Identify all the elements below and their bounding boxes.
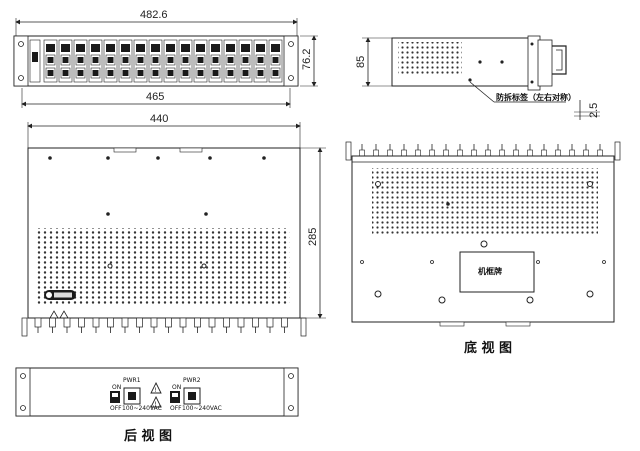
pwr1-voltage: 100~240VAC bbox=[122, 405, 162, 412]
side-note: 防拆标签（左右对称） bbox=[496, 92, 576, 102]
pwr1-label: PWR1 bbox=[123, 377, 141, 384]
dim-side-offset: 2.5 bbox=[588, 103, 600, 118]
connector bbox=[194, 317, 201, 328]
pwr1-off: OFF bbox=[110, 405, 122, 412]
side-view: 85 防拆标签（左右对称） 2.5 bbox=[355, 35, 600, 120]
top-vent-area bbox=[36, 228, 290, 306]
connector bbox=[136, 317, 143, 328]
pwr2-on: ON bbox=[172, 384, 181, 391]
module-slot bbox=[268, 39, 283, 83]
module-slot bbox=[148, 39, 163, 83]
module-slot bbox=[58, 39, 73, 83]
module-slot bbox=[193, 39, 208, 83]
svg-text:!: ! bbox=[155, 387, 157, 394]
pwr2-voltage: 100~240VAC bbox=[182, 405, 222, 412]
dim-top-depth: 285 bbox=[307, 228, 319, 246]
rear-chassis bbox=[15, 367, 299, 417]
top-view: 440 285 bbox=[21, 113, 326, 337]
connector bbox=[266, 317, 274, 328]
module-slot bbox=[208, 39, 223, 83]
bottom-view: 机框牌 底 视 图 bbox=[345, 141, 621, 356]
module-slot bbox=[253, 39, 268, 83]
module-slot bbox=[88, 39, 103, 83]
module-slot bbox=[43, 39, 58, 83]
bottom-plate-label: 机框牌 bbox=[478, 266, 502, 276]
connector bbox=[92, 317, 100, 328]
module-slot bbox=[238, 39, 253, 83]
connector bbox=[252, 317, 259, 328]
module-slots bbox=[43, 39, 283, 83]
bottom-plate bbox=[459, 251, 535, 293]
connector bbox=[121, 317, 129, 328]
rear-view-caption: 后 视 图 bbox=[124, 428, 172, 444]
module-slot bbox=[118, 39, 133, 83]
module-slot bbox=[103, 39, 118, 83]
dim-front-width: 482.6 bbox=[140, 9, 168, 21]
front-view: 482.6 76.2 465 bbox=[13, 9, 318, 108]
connector bbox=[165, 317, 172, 328]
pwr2-off: OFF bbox=[170, 405, 182, 412]
connector bbox=[78, 317, 85, 328]
rear-view: PWR1 ON OFF 100~240VAC ! ! PWR2 ON OFF 1… bbox=[15, 367, 299, 444]
top-connectors bbox=[21, 317, 307, 337]
connector bbox=[63, 317, 71, 328]
pwr2-label: PWR2 bbox=[183, 377, 201, 384]
bottom-connectors bbox=[345, 141, 621, 161]
connector bbox=[208, 317, 216, 328]
connector bbox=[281, 317, 288, 328]
module-slot bbox=[133, 39, 148, 83]
dim-front-inner: 465 bbox=[146, 91, 164, 103]
connector bbox=[49, 317, 56, 328]
pwr1-on: ON bbox=[112, 384, 121, 391]
connector bbox=[34, 317, 42, 328]
svg-text:!: ! bbox=[155, 401, 157, 408]
connector bbox=[150, 317, 158, 328]
connector bbox=[179, 317, 187, 328]
module-slot bbox=[163, 39, 178, 83]
connector bbox=[223, 317, 230, 328]
connector bbox=[107, 317, 114, 328]
module-slot bbox=[223, 39, 238, 83]
dim-side-height: 85 bbox=[355, 56, 367, 68]
bottom-vent-area bbox=[372, 168, 598, 234]
dim-front-height: 76.2 bbox=[301, 49, 313, 70]
module-slot bbox=[178, 39, 193, 83]
module-slot bbox=[73, 39, 88, 83]
connector bbox=[237, 317, 245, 328]
bottom-view-caption: 底 视 图 bbox=[464, 340, 512, 356]
dim-top-width: 440 bbox=[150, 113, 168, 125]
